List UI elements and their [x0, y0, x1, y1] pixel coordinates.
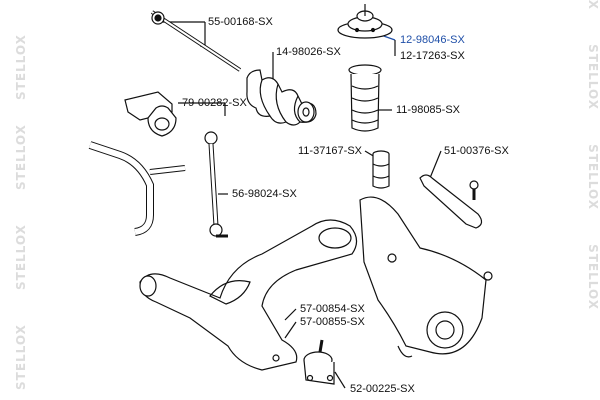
- watermark-left-3: STELLOX: [14, 224, 28, 290]
- watermark-right-2: STELLOX: [586, 44, 600, 110]
- tie-rod-end: [419, 174, 483, 229]
- part-label-inner-tie-rod[interactable]: 55-00168-SX: [208, 16, 273, 28]
- part-label-strut-mount[interactable]: 12-98046-SX: [400, 34, 465, 46]
- inner-tie-rod: [150, 10, 242, 72]
- steering-knuckle: [359, 196, 493, 358]
- part-label-control-arm-left[interactable]: 57-00854-SX: [300, 303, 365, 315]
- part-label-ball-joint[interactable]: 52-00225-SX: [350, 383, 415, 395]
- part-label-tie-rod-end[interactable]: 51-00376-SX: [444, 145, 509, 157]
- watermark-left-2: STELLOX: [14, 124, 28, 190]
- stabilizer-bushing: [124, 91, 177, 137]
- stabilizer-bar: [88, 141, 186, 236]
- control-arm: [139, 219, 358, 371]
- ball-joint: [303, 339, 335, 385]
- part-label-stabilizer-link[interactable]: 56-98024-SX: [232, 188, 297, 200]
- watermark-right-3: STELLOX: [586, 144, 600, 210]
- leader-lines: [162, 21, 442, 389]
- watermark-right-1: STELLOX: [586, 0, 600, 10]
- part-label-strut-bearing[interactable]: 12-17263-SX: [400, 50, 465, 62]
- stabilizer-link: [204, 131, 228, 238]
- part-label-steering-boot[interactable]: 14-98026-SX: [276, 46, 341, 58]
- strut-mount: [337, 4, 393, 39]
- bump-stop: [372, 150, 390, 189]
- steering-boot: [246, 69, 317, 126]
- part-label-stabilizer-bushing[interactable]: 79-00282-SX: [182, 97, 247, 109]
- part-label-control-arm-right[interactable]: 57-00855-SX: [300, 316, 365, 328]
- part-label-dust-cover[interactable]: 11-98085-SX: [396, 104, 461, 116]
- watermark-left-1: STELLOX: [14, 34, 28, 100]
- part-label-bump-stop[interactable]: 11-37167-SX: [298, 145, 363, 157]
- watermark-left-4: STELLOX: [14, 324, 28, 390]
- dust-cover: [348, 64, 382, 132]
- watermark-right-4: STELLOX: [586, 244, 600, 310]
